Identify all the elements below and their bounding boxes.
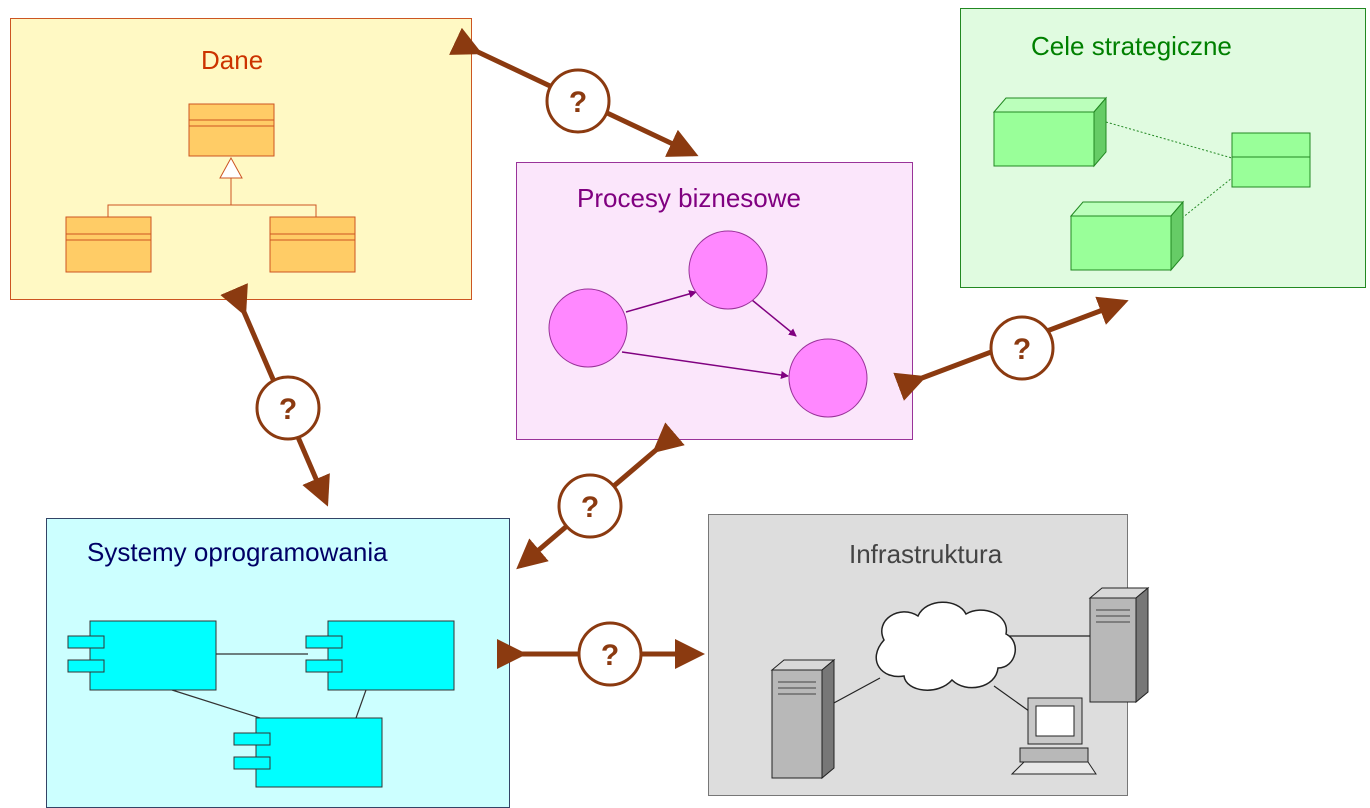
panel-title-procesy-biznesowe: Procesy biznesowe <box>577 183 801 213</box>
connector-procesy-cele: ? <box>893 296 1129 401</box>
connector-label: ? <box>1013 333 1031 366</box>
component-3 <box>233 717 383 788</box>
connector-dane-procesy: ? <box>448 27 699 157</box>
component-1 <box>67 620 217 691</box>
process-node-1 <box>548 288 628 368</box>
connector-label: ? <box>601 639 619 672</box>
cloud-icon <box>875 601 1016 691</box>
class-box-child-right <box>269 216 356 273</box>
connector-label: ? <box>581 491 599 524</box>
process-edge-1 <box>625 290 697 313</box>
connector-systemy-infra: ? <box>497 621 705 687</box>
class-box-child-left <box>65 216 152 273</box>
process-node-2 <box>688 230 768 310</box>
panel-title-systemy-oprogramowania: Systemy oprogramowania <box>87 537 388 567</box>
infrastructure-diagram <box>770 586 1150 780</box>
connector-procesy-systemy: ? <box>516 422 685 570</box>
process-graph <box>548 230 868 418</box>
component-2 <box>305 620 455 691</box>
connector-label: ? <box>569 86 587 119</box>
goal-box-2 <box>1069 200 1185 272</box>
class-diagram <box>65 103 356 273</box>
server-icon-left <box>770 658 836 780</box>
process-node-3 <box>788 338 868 418</box>
panel-title-dane: Dane <box>201 45 264 75</box>
connector-dane-systemy: ? <box>220 283 330 507</box>
panel-title-cele-strategiczne: Cele strategiczne <box>1031 31 1232 61</box>
panel-title-infrastruktura: Infrastruktura <box>849 539 1003 569</box>
class-box-parent <box>188 103 275 157</box>
goal-box-3 <box>1231 132 1311 188</box>
connector-label: ? <box>279 393 297 426</box>
component-diagram <box>67 620 455 788</box>
computer-icon <box>1010 697 1097 775</box>
process-edge-2 <box>751 299 797 337</box>
goal-box-1 <box>992 96 1108 168</box>
process-edge-3 <box>621 351 789 379</box>
server-icon-right <box>1088 586 1150 704</box>
inheritance-connector <box>107 156 317 217</box>
goal-diagram <box>992 96 1311 272</box>
